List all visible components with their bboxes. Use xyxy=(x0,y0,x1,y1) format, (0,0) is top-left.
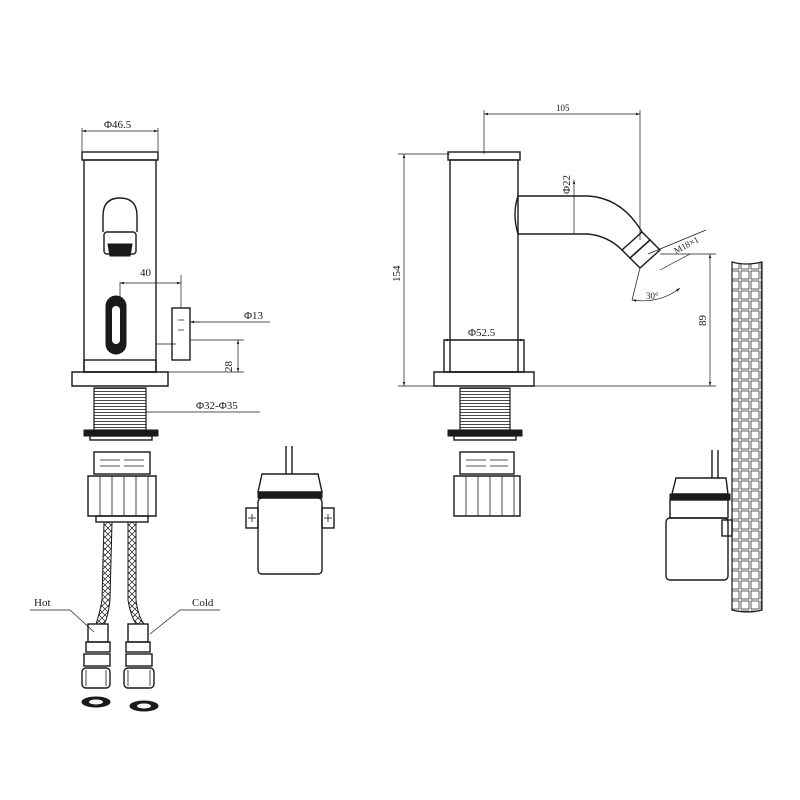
control-box-side xyxy=(665,450,733,581)
front-knob xyxy=(156,307,191,361)
side-outlet-thread-dimension: M18×1 xyxy=(647,229,707,256)
faucet-body-front xyxy=(71,151,169,387)
front-view: Φ46.5 40 xyxy=(30,119,270,712)
side-view: 105 154 Φ22 M18× xyxy=(391,103,716,517)
front-top-diameter-label: Φ46.5 xyxy=(104,119,132,131)
side-spout-height-label: 89 xyxy=(697,315,709,327)
front-connector-block xyxy=(87,451,157,523)
front-sensor-offset-label: 40 xyxy=(140,267,152,279)
faucet-body-side xyxy=(433,151,535,387)
side-threaded-shank xyxy=(447,387,523,441)
cold-label: Cold xyxy=(192,597,214,609)
sensor-window xyxy=(105,295,127,355)
side-spout-diameter-dimension: Φ22 xyxy=(561,175,576,234)
front-thread-dimension: Φ32-Φ35 xyxy=(146,400,260,413)
side-outlet-thread-label: M18×1 xyxy=(672,234,700,255)
front-knob-diameter-label: Φ13 xyxy=(244,310,264,322)
spout-side xyxy=(514,195,662,269)
front-knob-diameter-dimension: Φ13 xyxy=(190,310,270,324)
side-angle-dimension: 30° xyxy=(631,253,691,302)
front-sensor-offset-dimension: 40 xyxy=(119,267,182,308)
hot-hose xyxy=(81,521,113,708)
tiled-wall xyxy=(731,261,763,613)
side-spout-height-dimension: 89 xyxy=(534,253,716,387)
cold-label-group: Cold xyxy=(149,597,220,635)
cold-hose xyxy=(123,521,159,712)
side-angle-label: 30° xyxy=(646,291,659,301)
side-connector-block xyxy=(453,451,521,517)
side-base-diameter-label: Φ52.5 xyxy=(468,327,496,339)
hot-label-group: Hot xyxy=(30,597,95,633)
front-knob-height-dimension: 28 xyxy=(168,339,244,373)
side-base-diameter-dimension: Φ52.5 xyxy=(444,327,524,342)
hot-label: Hot xyxy=(34,597,51,609)
front-threaded-shank xyxy=(83,387,159,441)
side-height-label: 154 xyxy=(391,265,403,282)
spout-outlet-front xyxy=(102,197,138,257)
control-box-front xyxy=(245,446,335,575)
front-thread-label: Φ32-Φ35 xyxy=(196,400,238,412)
front-knob-height-label: 28 xyxy=(223,361,235,373)
side-height-dimension: 154 xyxy=(391,153,450,387)
side-reach-dimension: 105 xyxy=(483,103,641,240)
side-reach-label: 105 xyxy=(556,103,570,113)
side-spout-diameter-label: Φ22 xyxy=(561,175,573,194)
